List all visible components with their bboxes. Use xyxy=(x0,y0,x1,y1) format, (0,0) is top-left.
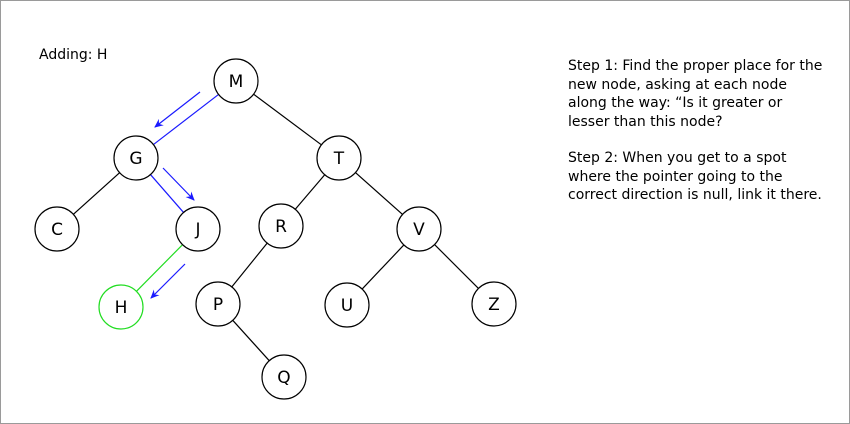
node-g: G xyxy=(113,135,159,181)
edge-t-r xyxy=(294,174,326,210)
node-h: H xyxy=(98,284,144,330)
node-circle xyxy=(113,135,159,181)
edge-m-g xyxy=(153,93,219,146)
search-arrow-j-to-h xyxy=(150,263,186,299)
search-arrow-m-to-g xyxy=(154,91,201,128)
node-label: P xyxy=(213,295,223,315)
edge-r-p xyxy=(231,242,268,288)
node-label: U xyxy=(341,296,353,316)
node-circle xyxy=(258,203,304,249)
step-1-text: Step 1: Find the proper place for the ne… xyxy=(568,58,823,130)
node-t: T xyxy=(316,135,362,181)
node-circle xyxy=(471,281,517,327)
node-circle xyxy=(34,206,80,252)
edge-g-j xyxy=(150,174,184,213)
node-v: V xyxy=(396,206,442,252)
node-label: Z xyxy=(488,295,500,315)
edge-t-v xyxy=(355,172,403,215)
node-label: C xyxy=(51,220,63,240)
node-q: Q xyxy=(261,354,307,400)
edge-m-t xyxy=(253,93,322,146)
edge-v-z xyxy=(434,244,479,289)
node-c: C xyxy=(34,206,80,252)
search-arrow-g-to-j xyxy=(162,167,195,201)
node-label: Q xyxy=(277,368,290,388)
node-circle xyxy=(175,206,221,252)
node-circle xyxy=(261,354,307,400)
edge-v-u xyxy=(361,244,405,290)
node-label: M xyxy=(229,72,244,92)
edge-j-h xyxy=(136,244,183,292)
node-u: U xyxy=(324,282,370,328)
node-circle xyxy=(316,135,362,181)
node-label: R xyxy=(275,217,287,237)
instructions: Step 1: Find the proper place for the ne… xyxy=(568,57,828,223)
node-label: J xyxy=(194,220,200,240)
node-label: G xyxy=(129,149,142,169)
edge-p-q xyxy=(232,319,270,362)
node-r: R xyxy=(258,203,304,249)
node-z: Z xyxy=(471,281,517,327)
adding-label: Adding: H xyxy=(39,47,108,63)
node-p: P xyxy=(195,281,241,327)
edge-g-c xyxy=(72,172,121,215)
step-2-text: Step 2: When you get to a spot where the… xyxy=(568,150,822,203)
node-label: V xyxy=(413,220,425,240)
node-m: M xyxy=(213,58,259,104)
node-label: H xyxy=(115,298,128,318)
node-circle xyxy=(396,206,442,252)
node-circle xyxy=(324,282,370,328)
node-circle xyxy=(195,281,241,327)
node-circle xyxy=(213,58,259,104)
node-j: J xyxy=(175,206,221,252)
node-label: T xyxy=(333,149,345,169)
node-circle xyxy=(98,284,144,330)
